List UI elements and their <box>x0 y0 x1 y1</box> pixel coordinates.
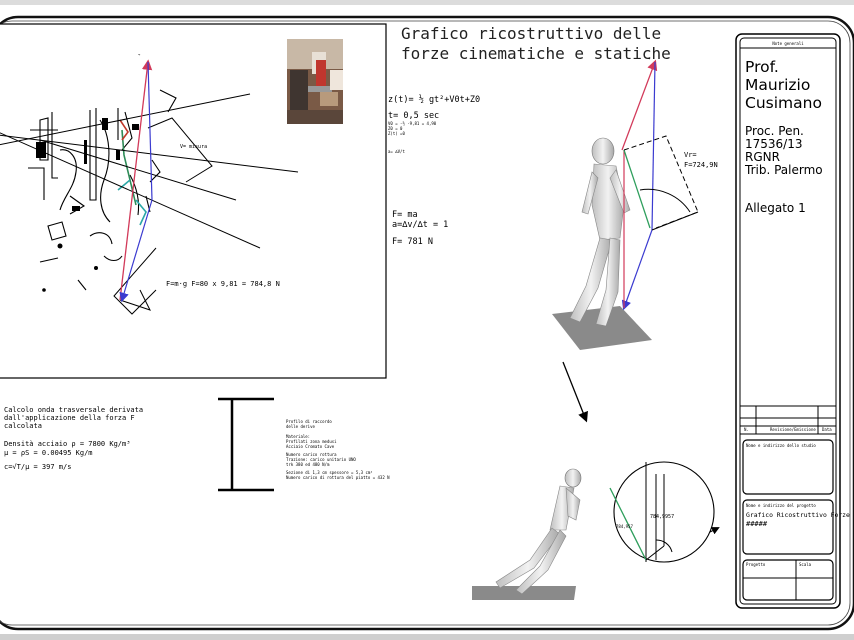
profile-note: Acciaio Cromato Cave <box>286 444 335 449</box>
case-line-1: Proc. Pen. <box>745 124 804 138</box>
kinematic-equations: z(t)= ½ gt²+V0t+Z0 t= 0,5 sec V0 = -½ ·9… <box>388 94 480 247</box>
reference-planes <box>113 117 213 315</box>
lower-floor-shadow <box>472 586 576 600</box>
sheet-inner-border <box>0 20 851 626</box>
resultant-force-vector <box>119 59 153 301</box>
profile-note: Numero carico di rottura del piatto = 43… <box>286 475 390 480</box>
equation-line-a: V0 = -½ ·9,81 = 4,90 <box>388 121 437 126</box>
profile-note: delle derive <box>286 424 315 429</box>
project-box <box>742 499 834 555</box>
time-value: t= 0,5 sec <box>388 111 439 121</box>
bottom-window-strip <box>0 634 854 640</box>
revision-date-header: Data <box>822 427 832 432</box>
attachment-label: Allegato 1 <box>745 201 806 215</box>
client-label: Nome e indirizzo dello studio <box>746 443 816 448</box>
project-code: ##### <box>746 520 768 528</box>
photo-reconstruction-panel: → V= misura F=m·g F=80 x 9,81 = 784,8 N <box>0 23 387 379</box>
velocity-label: Vr= <box>684 151 697 159</box>
weight-force-note: F=m·g F=80 x 9,81 = 784,8 N <box>166 280 280 288</box>
drawing-title-line-1: Grafico ricostruttivo delle <box>401 24 661 43</box>
weight-force-vector <box>119 199 153 303</box>
case-line-4: Trib. Palermo <box>744 163 823 177</box>
force-result: F= 781 N <box>392 237 433 247</box>
lower-force-label-b: 784,957 <box>616 524 633 529</box>
sheet-border <box>0 15 854 631</box>
profile-notes: Profilo di raccordo delle derive Materia… <box>286 419 390 480</box>
profile-note: trk 380 ed 480 N/m <box>286 462 330 467</box>
upper-mannequin <box>569 137 631 327</box>
drawing-title-line-2: forze cinematiche e statiche <box>401 44 671 63</box>
profile-note: Profilati zona medusi <box>286 439 337 444</box>
callout-label: V= misura <box>180 144 207 150</box>
newton-law: F= ma <box>392 210 418 220</box>
notes-header: Note generali <box>772 41 804 46</box>
upper-fall-figure: → Vr= F=724,9N <box>552 56 718 350</box>
construction-lines <box>0 93 299 249</box>
wave-heading-3: calcolata <box>4 422 42 430</box>
project-title: Grafico Ricostruttivo Forze <box>746 511 850 519</box>
force-label: F=724,9N <box>684 161 718 169</box>
author-line-2: Maurizio <box>745 76 810 94</box>
bottom-box <box>742 559 834 601</box>
upper-vertical-vector <box>651 61 656 231</box>
vector-tag: → <box>138 52 141 57</box>
bottom-label-2: Scala <box>799 562 812 567</box>
revision-number-header: N. <box>744 427 749 432</box>
profile-note: Trazione: carico unitario UNO <box>286 457 356 462</box>
revision-header: Revisione/Emissione <box>770 427 816 432</box>
circle-force-diagram: 784,9957 784,957 <box>609 461 720 563</box>
profile-section <box>218 397 274 492</box>
vertical-force-vector <box>147 61 153 201</box>
title-block-frame <box>735 33 841 609</box>
lower-force-label-a: 784,9957 <box>650 514 674 520</box>
acceleration: a=∆v/∆t = 1 <box>392 220 448 230</box>
upper-weight-vector <box>621 229 653 311</box>
project-label: Nome e indirizzo del progetto <box>746 503 816 508</box>
profile-note: Profilo di raccordo <box>286 419 332 424</box>
wave-speed: c=√T/μ = 397 m/s <box>4 463 71 471</box>
author-line-3: Cusimano <box>745 94 822 112</box>
scene-photo <box>287 39 343 124</box>
motion-equation: z(t)= ½ gt²+V0t+Z0 <box>388 94 480 105</box>
wave-heading-2: dall'applicazione della forza F <box>4 414 135 422</box>
upper-resultant-vector <box>621 59 658 151</box>
profile-note: Sezione di 1,3 cm spessore = 5,3 cm² <box>286 470 373 475</box>
title-block-inner <box>739 37 837 605</box>
profile-note: Materiale: <box>286 434 310 439</box>
equation-line-b: Z0 = 0 <box>388 126 403 131</box>
lower-fall-figure <box>472 468 582 600</box>
lower-mannequin <box>495 468 582 595</box>
wave-heading-1: Calcolo onda trasversale derivata <box>4 406 143 414</box>
case-line-3: RGNR <box>745 150 780 164</box>
title-block: Note generali Prof. Maurizio Cusimano Pr… <box>735 33 850 609</box>
sequence-arrow <box>562 361 588 423</box>
client-box <box>742 439 834 495</box>
rotation-circle <box>613 461 715 563</box>
upper-angle-base <box>651 211 699 231</box>
wave-calculation: Calcolo onda trasversale derivata dall'a… <box>4 406 143 471</box>
upper-vector-tag: → <box>648 56 651 61</box>
author-line-1: Prof. <box>745 58 779 76</box>
upper-body-axis <box>623 149 651 229</box>
lower-body-axis <box>609 487 647 561</box>
upper-angle-arc <box>639 188 691 213</box>
steel-density: Densità acciaio ρ = 7800 Kg/m³ <box>4 440 130 448</box>
equation-line-c: Z(t) =0 <box>388 131 405 136</box>
linear-density: μ = ρS = 0.00495 Kg/m <box>4 449 93 457</box>
bottom-label-1: Progetto <box>746 562 766 567</box>
top-window-strip <box>0 0 854 5</box>
equation-line-d: a= ∆V/t <box>388 149 405 154</box>
edge-sketch-blobs <box>36 118 139 292</box>
profile-note: Numero carico rottura <box>286 452 337 457</box>
case-line-2: 17536/13 <box>745 137 803 151</box>
